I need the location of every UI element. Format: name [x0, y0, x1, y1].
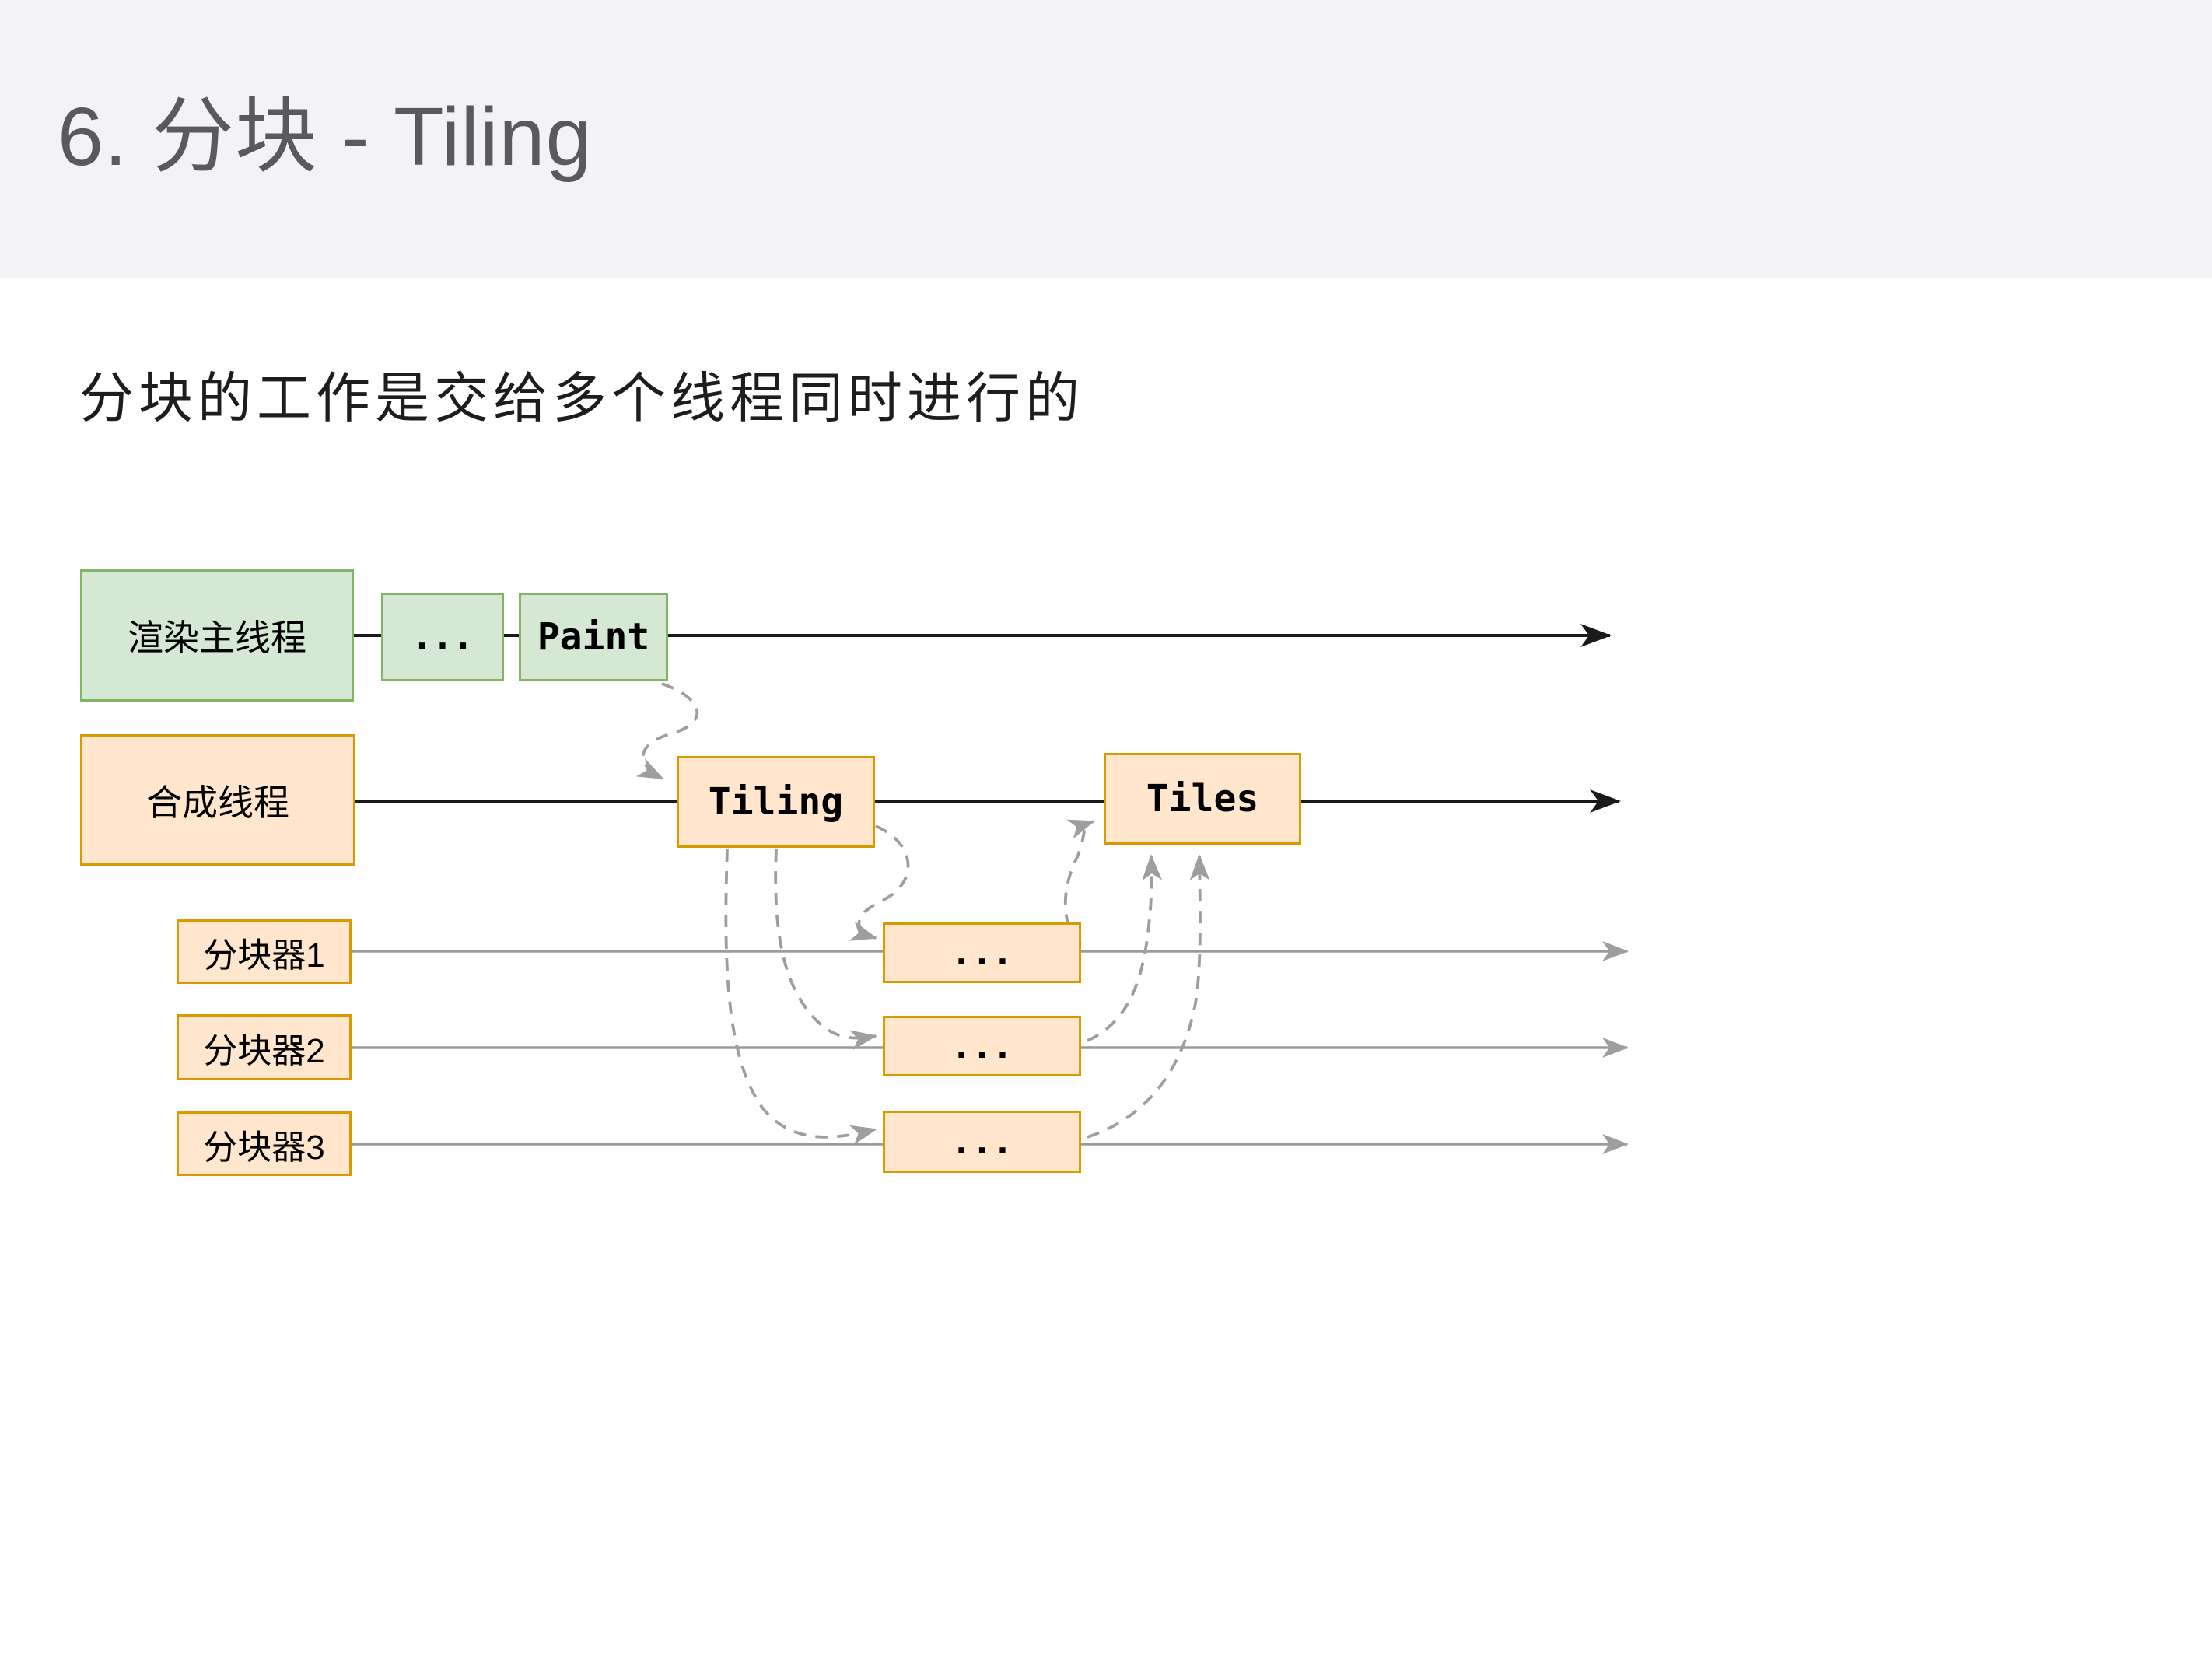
- node-label: Tiling: [708, 780, 844, 824]
- node-tiles: Tiles: [1104, 753, 1301, 845]
- node-label: Paint: [537, 615, 650, 659]
- node-label: ...: [411, 617, 474, 657]
- connector-tiling-to-tiler2: [774, 849, 877, 1051]
- node-tiler1: 分块器1: [177, 919, 352, 984]
- node-tiler2-task: ...: [883, 1016, 1081, 1076]
- page-title: 6. 分块 - Tiling: [58, 91, 593, 183]
- connector-tiler2-to-tiles: [1087, 854, 1163, 1042]
- node-label: ...: [950, 1122, 1013, 1162]
- connector-tiling-to-tiler1: [849, 824, 910, 941]
- node-tiler1-task: ...: [883, 922, 1081, 983]
- node-label: Tiles: [1146, 777, 1259, 821]
- node-label: 合成线程: [146, 782, 289, 823]
- node-label: 分块器2: [203, 1031, 325, 1070]
- node-compositor-thread: 合成线程: [80, 734, 355, 866]
- node-render-ellipsis: ...: [381, 593, 504, 681]
- connector-tiler3-to-tiles: [1087, 854, 1210, 1139]
- node-tiler3-task: ...: [883, 1111, 1081, 1173]
- node-tiler3: 分块器3: [177, 1111, 352, 1176]
- node-render-main-thread: 渲染主线程: [80, 569, 354, 702]
- node-label: ...: [950, 933, 1013, 973]
- header: 6. 分块 - Tiling: [0, 0, 2212, 278]
- node-tiler2: 分块器2: [177, 1014, 352, 1080]
- subtitle: 分块的工作是交给多个线程同时进行的: [79, 369, 1084, 429]
- connector-paint-to-tiling: [635, 682, 699, 780]
- node-label: 渲染主线程: [128, 618, 306, 658]
- connector-tiling-to-tiler3: [724, 849, 877, 1146]
- node-paint: Paint: [519, 593, 668, 681]
- node-label: 分块器3: [203, 1128, 325, 1167]
- node-label: 分块器1: [203, 936, 325, 975]
- node-tiling: Tiling: [677, 756, 875, 848]
- node-label: ...: [950, 1026, 1013, 1066]
